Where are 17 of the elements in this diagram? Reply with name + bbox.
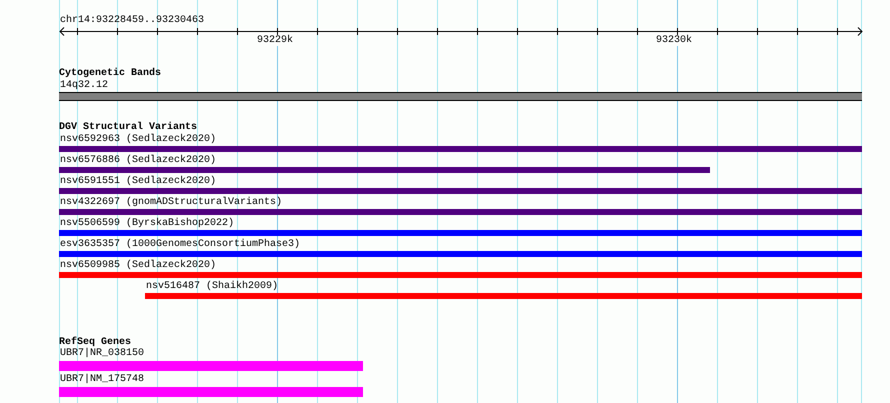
tick-label: 93230k bbox=[656, 35, 692, 46]
track-title: RefSeq Genes bbox=[59, 337, 132, 348]
gene-label: UBR7|NM_175748 bbox=[60, 374, 144, 385]
variant-label: nsv4322697 (gnomADStructuralVariants) bbox=[60, 197, 282, 208]
track-title: Cytogenetic Bands bbox=[59, 68, 162, 79]
variant-label: nsv6576886 (Sedlazeck2020) bbox=[60, 155, 216, 166]
variant-label: nsv516487 (Shaikh2009) bbox=[146, 281, 278, 292]
band-label: 14q32.12 bbox=[60, 80, 108, 91]
variant-label: esv3635357 (1000GenomesConsortiumPhase3) bbox=[60, 239, 300, 250]
track-title: DGV Structural Variants bbox=[59, 122, 198, 133]
variant-label: nsv6592963 (Sedlazeck2020) bbox=[60, 134, 216, 145]
variant-label: nsv6591551 (Sedlazeck2020) bbox=[60, 176, 216, 187]
tick-label: 93229k bbox=[257, 35, 294, 46]
variant-label: nsv6509985 (Sedlazeck2020) bbox=[60, 260, 216, 271]
gene-label: UBR7|NR_038150 bbox=[60, 348, 144, 359]
coordinate-range: chr14:93228459..93230463 bbox=[60, 15, 204, 26]
variant-label: nsv5506599 (ByrskaBishop2022) bbox=[60, 218, 234, 229]
